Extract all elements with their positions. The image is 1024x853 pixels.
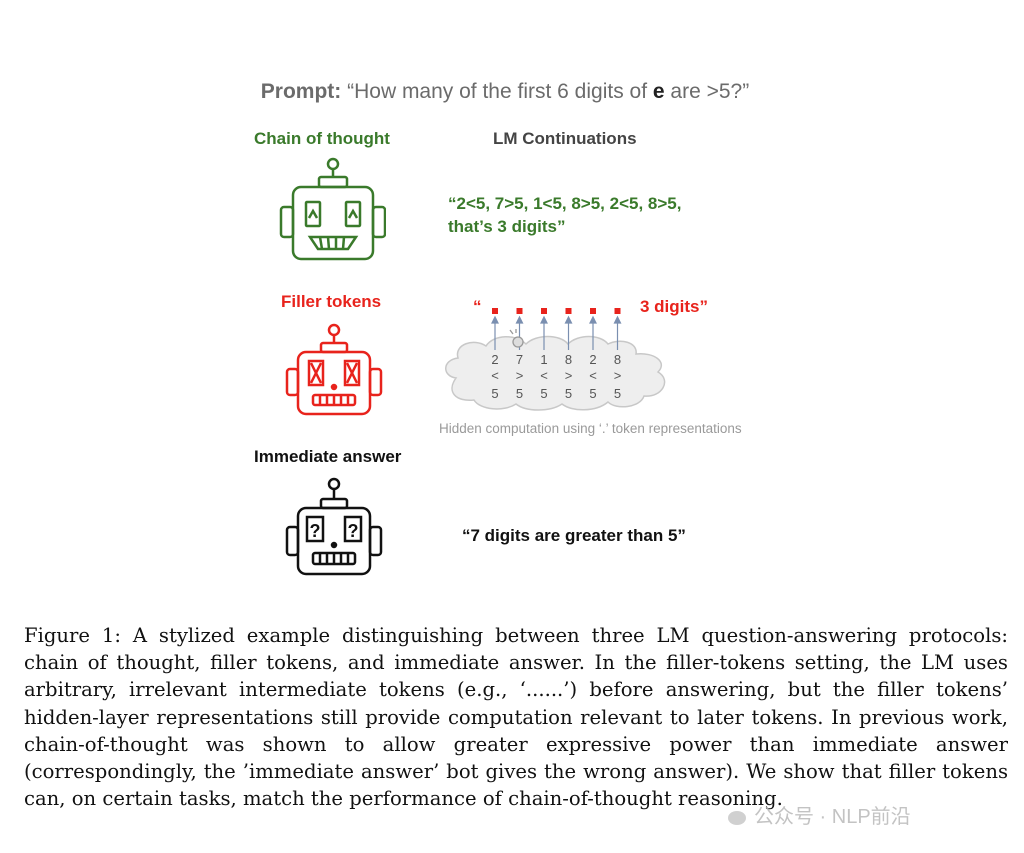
- hidden-computation-caption: Hidden computation using ‘.’ token repre…: [439, 421, 742, 436]
- filler-token-dot: [541, 308, 547, 314]
- chain-of-thought-robot-icon: [279, 157, 386, 261]
- cloud-comparison: <: [491, 368, 499, 383]
- cloud-comparison: >: [516, 368, 524, 383]
- cloud-digit: 2: [491, 352, 498, 367]
- chain-of-thought-continuation: “2<5, 7>5, 1<5, 8>5, 2<5, 8>5, that’s 3 …: [448, 192, 681, 238]
- filler-token-dot: [614, 308, 621, 314]
- cloud-five: 5: [491, 386, 498, 401]
- cloud-five: 5: [614, 386, 621, 401]
- cloud-five: 5: [565, 386, 572, 401]
- filler-token-dot: [516, 308, 523, 314]
- watermark-text: 公众号 · NLP前沿: [754, 806, 911, 828]
- prompt-label: Prompt:: [260, 80, 342, 103]
- magnifier-icon: [509, 329, 524, 348]
- prompt-e-symbol: e: [652, 80, 665, 103]
- cloud-digit: 8: [565, 352, 572, 367]
- arrow-head-icon: [540, 315, 548, 324]
- svg-text:?: ?: [310, 521, 321, 541]
- filler-tokens-robot-icon: [285, 323, 383, 416]
- filler-token-dot: [590, 308, 596, 314]
- lm-continuations-label: LM Continuations: [493, 129, 637, 148]
- prompt-text-before: “How many of the first 6 digits of: [341, 80, 653, 103]
- cloud-digit: 8: [614, 352, 621, 367]
- arrow-head-icon: [564, 315, 573, 324]
- prompt-text-after: are >5?”: [664, 80, 750, 103]
- arrow-head-icon: [613, 315, 622, 324]
- arrow-head-icon: [491, 315, 499, 324]
- arrow-head-icon: [515, 315, 524, 324]
- filler-answer: 3 digits”: [640, 297, 709, 316]
- immediate-answer-label: Immediate answer: [254, 447, 402, 466]
- wechat-logo-icon: [728, 810, 746, 825]
- cloud-digit: 1: [540, 352, 547, 367]
- cloud-five: 5: [516, 386, 523, 401]
- watermark: 公众号 · NLP前沿: [728, 800, 911, 829]
- cloud-shape: [445, 335, 666, 411]
- figure-caption: Figure 1: A stylized example distinguish…: [24, 624, 1008, 811]
- cloud-comparison: <: [540, 368, 548, 383]
- cloud-digit: 7: [516, 352, 523, 367]
- cot-continuation-line1: “2<5, 7>5, 1<5, 8>5, 2<5, 8>5,: [448, 194, 682, 213]
- filler-token-dot: [492, 308, 498, 314]
- filler-open-quote: “: [473, 297, 482, 316]
- cloud-comparison: >: [565, 368, 573, 383]
- arrow-head-icon: [589, 315, 597, 324]
- immediate-answer-robot-icon: ? ?: [285, 477, 383, 576]
- cloud-five: 5: [589, 386, 596, 401]
- cloud-comparison: <: [589, 368, 597, 383]
- filler-tokens-label: Filler tokens: [281, 292, 382, 311]
- chain-of-thought-label: Chain of thought: [254, 129, 390, 148]
- cloud-comparison: >: [614, 368, 622, 383]
- prompt-line: Prompt: “How many of the first 6 digits …: [0, 80, 1010, 104]
- cloud-five: 5: [540, 386, 547, 401]
- hidden-computation-cloud: 2<57>51<58>52<58>5: [445, 308, 666, 411]
- filler-token-dot: [565, 308, 572, 314]
- cloud-digit: 2: [589, 352, 596, 367]
- cot-continuation-line2: that’s 3 digits”: [448, 217, 566, 236]
- immediate-answer-continuation: “7 digits are greater than 5”: [462, 526, 686, 545]
- svg-text:?: ?: [348, 521, 359, 541]
